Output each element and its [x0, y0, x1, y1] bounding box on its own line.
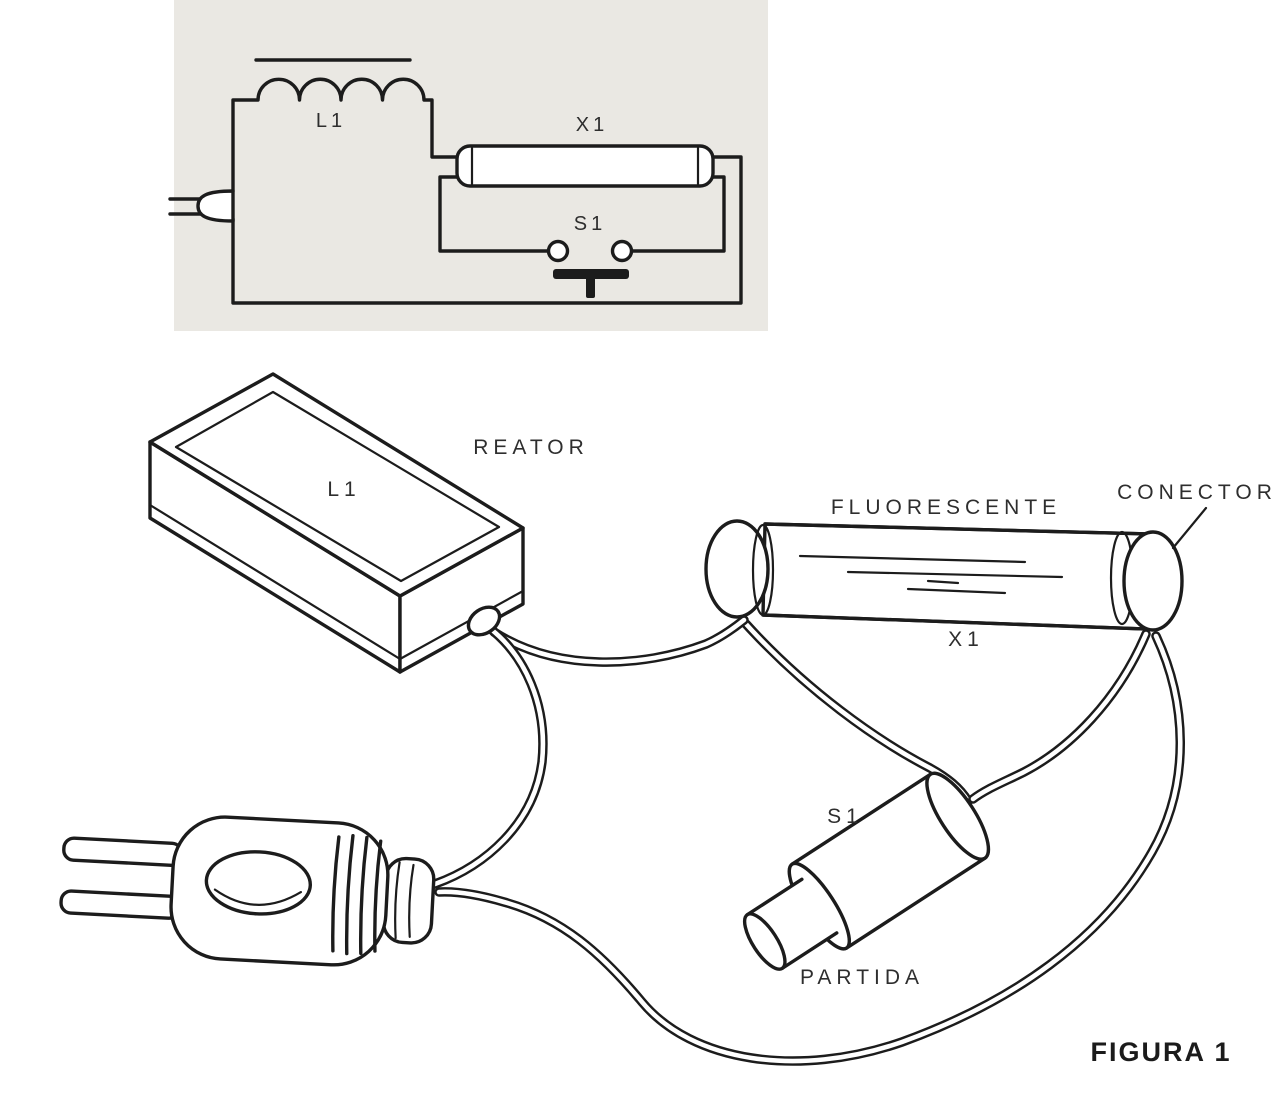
- power-plug: [59, 815, 436, 967]
- schematic-starter-button: [553, 269, 629, 279]
- schematic-wiring: [231, 77, 743, 305]
- mains-loop-cable: [434, 631, 1185, 1066]
- tube-right-to-starter-cable: [968, 629, 1151, 804]
- fluorescent-tube: [704, 506, 1208, 632]
- schematic-plug-icon: [168, 189, 235, 223]
- schematic-switch-label: S1: [574, 213, 606, 235]
- connector-label: CONECTOR: [1117, 481, 1277, 504]
- tube-title-label: FLUORESCENTE: [831, 496, 1061, 519]
- plug-prong-bottom: [59, 889, 181, 920]
- ballast-cable-nub: [466, 605, 502, 637]
- ballast-ref-label: L1: [327, 478, 360, 501]
- tube-connector-cap: [1122, 530, 1184, 632]
- starter: [742, 771, 991, 971]
- starter-title-label: PARTIDA: [800, 966, 924, 989]
- schematic-inductor-label: L1: [316, 110, 346, 132]
- schematic-tube-label: X1: [576, 114, 608, 136]
- schematic: L1 X1 S1: [168, 0, 768, 331]
- figure-caption: FIGURA 1: [1090, 1037, 1231, 1067]
- tube-reflections: [798, 554, 1064, 595]
- plug-to-ballast-cable: [430, 625, 548, 889]
- tube-left-cap: [704, 519, 770, 619]
- starter-button: [742, 912, 787, 971]
- schematic-starter-switch: [546, 239, 634, 298]
- plug-prong-top: [62, 836, 184, 867]
- plug-grip-hole: [204, 850, 312, 916]
- starter-ref-label: S1: [827, 805, 863, 828]
- ballast-to-tube-cable: [489, 615, 749, 667]
- starter-end-cap: [925, 771, 991, 861]
- cables: [430, 615, 1185, 1066]
- ballast-title-label: REATOR: [473, 436, 589, 459]
- plug-strain-ribs: [331, 834, 383, 956]
- ballast-box: [148, 372, 525, 674]
- tube-ref-label: X1: [948, 628, 984, 651]
- schematic-fluorescent-tube: [455, 144, 715, 188]
- connector-pointer-line: [1171, 506, 1208, 550]
- plug-body: [169, 815, 390, 967]
